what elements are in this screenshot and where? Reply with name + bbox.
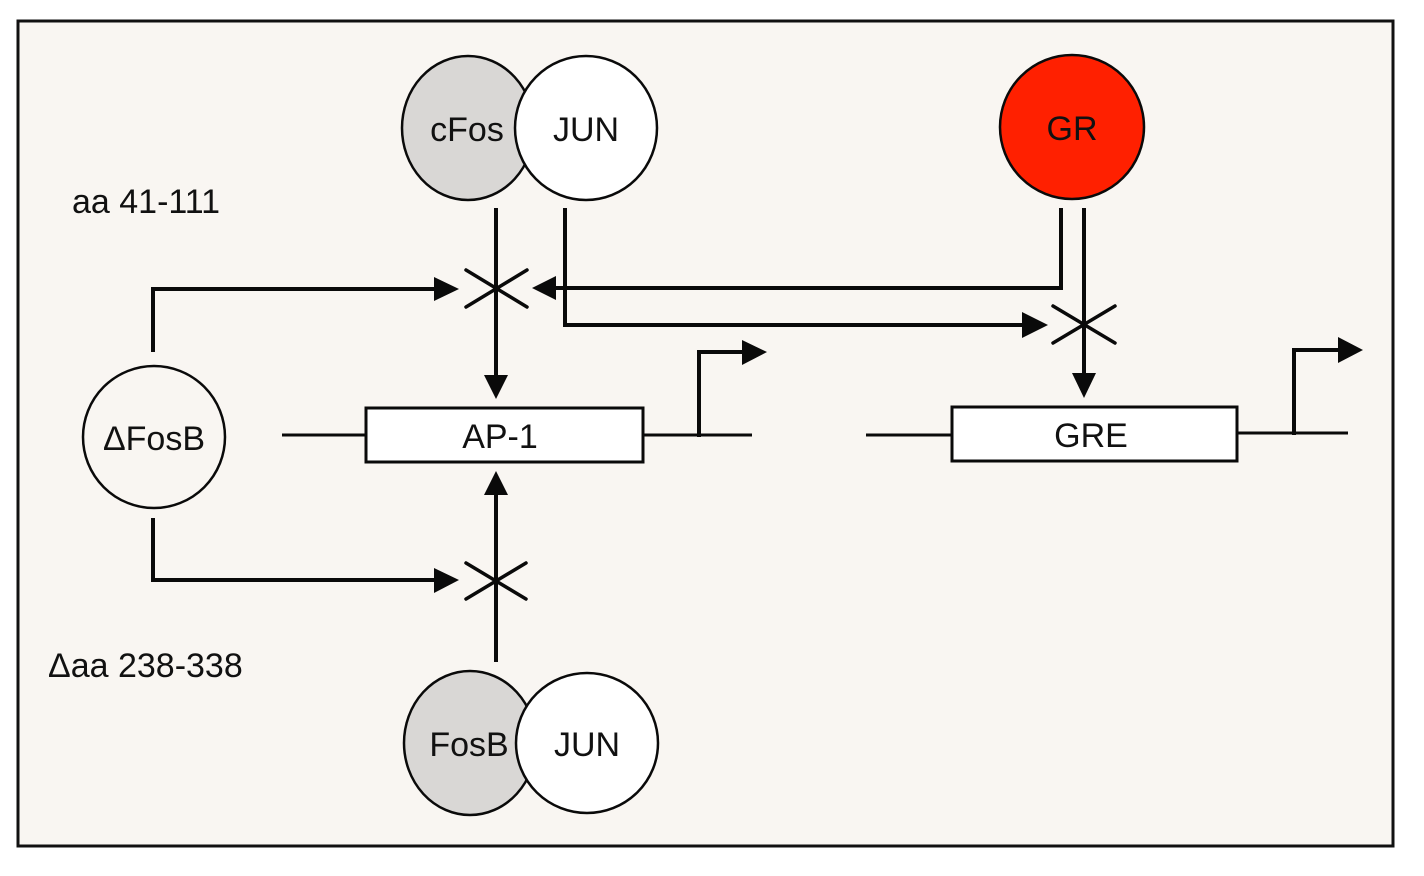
gre-tss-line [1292, 348, 1340, 435]
jun-top-label: JUN [553, 111, 619, 149]
gr-to-top-cross-line [554, 208, 1063, 290]
cfos-jun-dimer: cFos JUN [400, 54, 659, 202]
ap1-tss-arrow-icon [742, 340, 767, 365]
gre-label: GRE [1054, 417, 1128, 455]
deltafosb-to-top-cross-line [151, 287, 438, 352]
jun-top-node [513, 54, 659, 202]
fosbjun-to-ap1-arrowhead-icon [484, 471, 508, 495]
annotation-delta-aa-238-338: Δaa 238-338 [48, 647, 243, 685]
gre-element: GRE [866, 337, 1363, 463]
jun-bottom-label: JUN [554, 726, 620, 764]
ap1-tss-line [697, 350, 744, 437]
gr-node [998, 53, 1146, 201]
gr-to-gre-arrowhead-icon [1072, 373, 1096, 398]
gr-node-group: GR [998, 53, 1146, 201]
inhibition-cross-top [464, 268, 529, 309]
gre-box [950, 405, 1239, 463]
deltafosb-node [81, 364, 227, 510]
fosb-jun-dimer: FosB JUN [402, 669, 660, 817]
deltafosb-to-bottom-cross-line [151, 518, 438, 582]
ap1-element: AP-1 [282, 340, 767, 464]
annotation-aa-41-111: aa 41-111 [72, 183, 220, 221]
deltafosb-to-bottom-cross-arrowhead-icon [434, 568, 459, 593]
deltafosb-label: ΔFosB [103, 420, 205, 458]
ap1-label: AP-1 [462, 418, 538, 456]
jun-to-gre-cross-line [563, 208, 1026, 327]
gr-to-top-cross-arrowhead-icon [532, 276, 556, 300]
gr-label: GR [1047, 110, 1098, 148]
jun-to-gre-cross-arrowhead-icon [1022, 312, 1048, 338]
gre-tss-arrow-icon [1338, 337, 1363, 363]
inhibition-cross-bottom [464, 561, 528, 601]
fosb-label: FosB [429, 726, 508, 764]
jun-bottom-node [514, 671, 660, 815]
deltafosb-to-top-cross-arrowhead-icon [434, 277, 459, 301]
cfos-label: cFos [430, 111, 504, 149]
cfosjun-to-ap1-arrowhead-icon [484, 375, 508, 399]
deltafosb-node-group: ΔFosB [81, 364, 227, 510]
